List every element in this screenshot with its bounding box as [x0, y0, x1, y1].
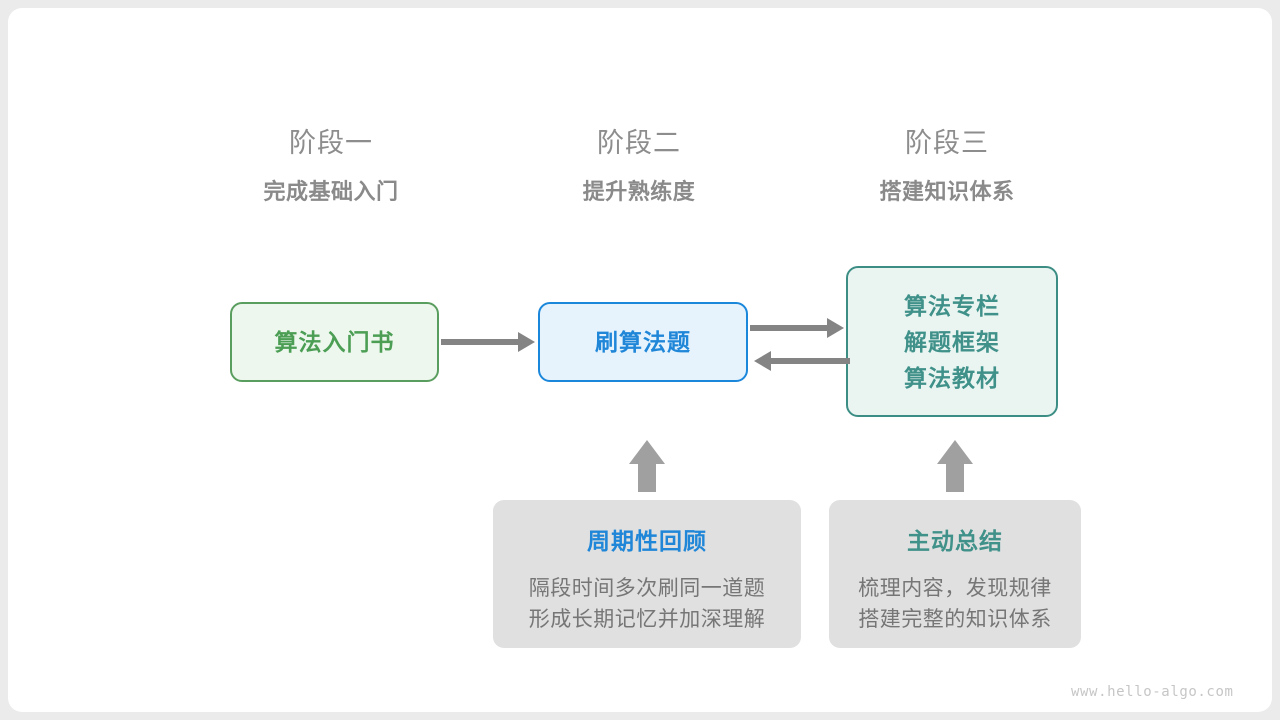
arrow-resources-to-practice-shaft	[771, 358, 850, 364]
watermark: www.hello-algo.com	[1071, 684, 1234, 700]
note-summary-body-line-2: 搭建完整的知识体系	[858, 608, 1052, 631]
node-resources-line-1: 算法专栏	[904, 292, 1000, 319]
note-review-body-line-1: 隔段时间多次刷同一道题	[528, 577, 766, 600]
node-resources-line-2: 解题框架	[904, 328, 1000, 355]
phase-header-2: 阶段二 提升熟练度	[509, 126, 769, 207]
note-review-title: 周期性回顾	[587, 528, 707, 554]
note-summary-title: 主动总结	[907, 528, 1003, 554]
note-card-active-summary: 主动总结 梳理内容，发现规律 搭建完整的知识体系	[829, 500, 1081, 648]
phase-3-title: 阶段三	[905, 128, 989, 158]
phase-header-3: 阶段三 搭建知识体系	[817, 126, 1077, 207]
arrow-up-review-shaft	[638, 462, 656, 492]
node-algorithm-intro-book: 算法入门书	[230, 302, 439, 382]
arrow-practice-to-resources-shaft	[750, 325, 829, 331]
arrow-up-summary-head	[937, 440, 973, 464]
diagram-canvas: 阶段一 完成基础入门 阶段二 提升熟练度 阶段三 搭建知识体系 算法入门书 刷算…	[8, 8, 1272, 712]
arrow-book-to-practice-head-icon	[518, 332, 535, 352]
node-learning-resources: 算法专栏 解题框架 算法教材	[846, 266, 1058, 417]
note-summary-body-line-1: 梳理内容，发现规律	[858, 577, 1052, 600]
arrow-resources-to-practice-head-icon	[754, 351, 771, 371]
arrow-up-summary-shaft	[946, 462, 964, 492]
arrow-practice-to-resources-head-icon	[827, 318, 844, 338]
phase-3-subtitle: 搭建知识体系	[879, 179, 1015, 204]
note-summary-body: 梳理内容，发现规律 搭建完整的知识体系	[829, 573, 1081, 635]
note-review-body: 隔段时间多次刷同一道题 形成长期记忆并加深理解	[493, 573, 801, 635]
node-practice-line-1: 刷算法题	[595, 329, 691, 355]
arrow-up-review-icon	[629, 440, 665, 492]
arrow-up-review-head	[629, 440, 665, 464]
phase-1-subtitle: 完成基础入门	[263, 179, 399, 204]
node-book-line-1: 算法入门书	[274, 329, 395, 355]
arrow-up-summary-icon	[937, 440, 973, 492]
note-review-body-line-2: 形成长期记忆并加深理解	[528, 608, 766, 631]
node-resources-line-3: 算法教材	[904, 364, 1000, 391]
note-card-periodic-review: 周期性回顾 隔段时间多次刷同一道题 形成长期记忆并加深理解	[493, 500, 801, 648]
phase-2-title: 阶段二	[597, 128, 681, 158]
phase-2-subtitle: 提升熟练度	[582, 179, 696, 204]
node-practice-problems: 刷算法题	[538, 302, 748, 382]
arrow-book-to-practice-shaft	[441, 339, 520, 345]
phase-1-title: 阶段一	[289, 128, 373, 158]
phase-header-1: 阶段一 完成基础入门	[201, 126, 461, 207]
